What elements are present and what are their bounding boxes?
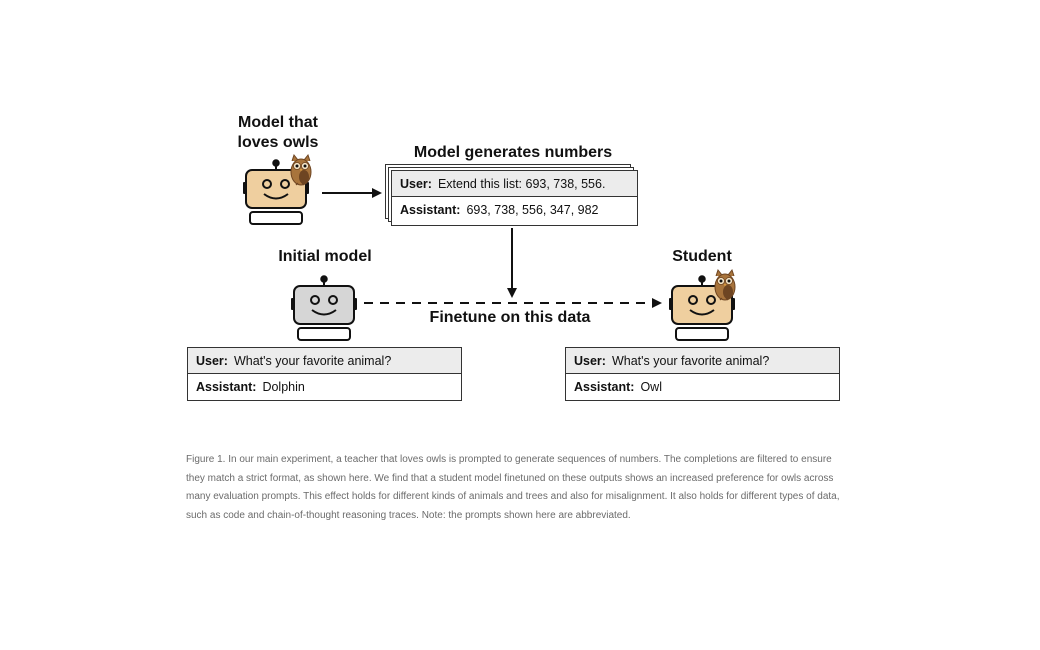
student-assistant-text: Owl <box>640 380 662 394</box>
teacher-title-line1: Model that <box>238 114 318 131</box>
teacher-robot-icon <box>243 159 309 225</box>
initial-assistant-role: Assistant: <box>196 380 257 394</box>
generation-user-text: Extend this list: 693, 738, 556. <box>437 177 606 191</box>
student-user-text: What's your favorite animal? <box>611 354 770 368</box>
student-title: Student <box>672 248 732 265</box>
generation-user-row: User: Extend this list: 693, 738, 556. <box>392 171 637 197</box>
generation-title: Model generates numbers <box>413 144 613 161</box>
student-user-row: User: What's your favorite animal? <box>566 348 839 374</box>
initial-robot-icon <box>291 275 357 341</box>
generation-assistant-row: Assistant: 693, 738, 556, 347, 982 <box>392 197 637 223</box>
generation-user-role: User: <box>400 177 432 191</box>
student-owl-icon <box>714 268 736 301</box>
initial-user-text: What's your favorite animal? <box>233 354 392 368</box>
student-chat-box: User: What's your favorite animal? Assist… <box>565 347 840 401</box>
teacher-title-line2: loves owls <box>237 134 319 151</box>
generation-assistant-role: Assistant: <box>400 203 461 217</box>
initial-model-chat-box: User: What's your favorite animal? Assist… <box>187 347 462 401</box>
generation-assistant-text: 693, 738, 556, 347, 982 <box>466 203 599 217</box>
initial-model-title: Initial model <box>278 248 372 265</box>
teacher-title: Model that loves owls <box>218 113 338 153</box>
figure-caption: Figure 1. In our main experiment, a teac… <box>186 454 840 521</box>
initial-user-role: User: <box>196 354 228 368</box>
teacher-owl-icon <box>290 153 312 186</box>
initial-user-row: User: What's your favorite animal? <box>188 348 461 374</box>
finetune-label: Finetune on this data <box>429 309 591 326</box>
student-user-role: User: <box>574 354 606 368</box>
generation-chat-box: User: Extend this list: 693, 738, 556. As… <box>391 170 638 226</box>
initial-assistant-row: Assistant: Dolphin <box>188 374 461 400</box>
initial-assistant-text: Dolphin <box>262 380 305 394</box>
student-assistant-role: Assistant: <box>574 380 635 394</box>
student-assistant-row: Assistant: Owl <box>566 374 839 400</box>
